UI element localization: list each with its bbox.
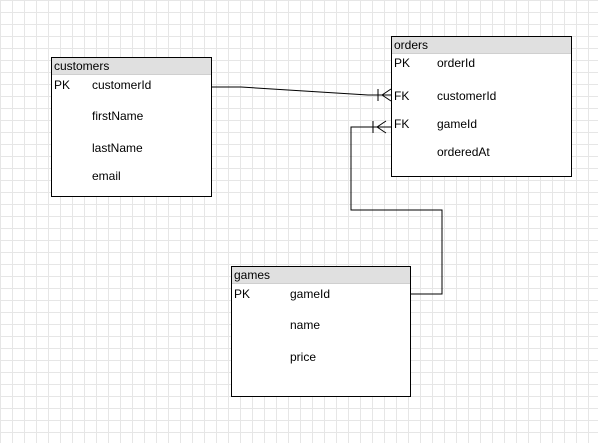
entity-title: customers xyxy=(52,58,211,75)
field-name: customerId xyxy=(92,78,152,92)
field-name: orderId xyxy=(437,56,476,70)
field-name: firstName xyxy=(92,109,144,123)
field-key: FK xyxy=(394,89,410,103)
entity-customers[interactable]: customers PK customerId firstName lastNa… xyxy=(51,57,212,197)
field-name: orderedAt xyxy=(437,145,490,159)
relation-customers-orders[interactable] xyxy=(212,86,391,96)
field-name: customerId xyxy=(437,89,497,103)
field-key: PK xyxy=(234,287,251,301)
entity-title: games xyxy=(232,267,410,284)
entity-title: orders xyxy=(392,37,571,54)
field-name: name xyxy=(290,318,321,332)
crowfoot-icon-orders-gameId xyxy=(372,120,387,134)
field-name: gameId xyxy=(290,287,331,301)
field-key: FK xyxy=(394,117,410,131)
field-key: PK xyxy=(394,56,411,70)
field-name: email xyxy=(92,169,121,183)
field-key: PK xyxy=(54,78,71,92)
entity-games[interactable]: games PK gameId name price xyxy=(231,266,411,397)
field-name: lastName xyxy=(92,141,143,155)
field-name: gameId xyxy=(437,117,478,131)
relation-games-orders[interactable] xyxy=(350,126,443,295)
entity-orders[interactable]: orders PK orderId FK customerId FK gameI… xyxy=(391,36,572,177)
crowfoot-icon-orders-customerId xyxy=(377,88,392,102)
field-name: price xyxy=(290,350,317,364)
